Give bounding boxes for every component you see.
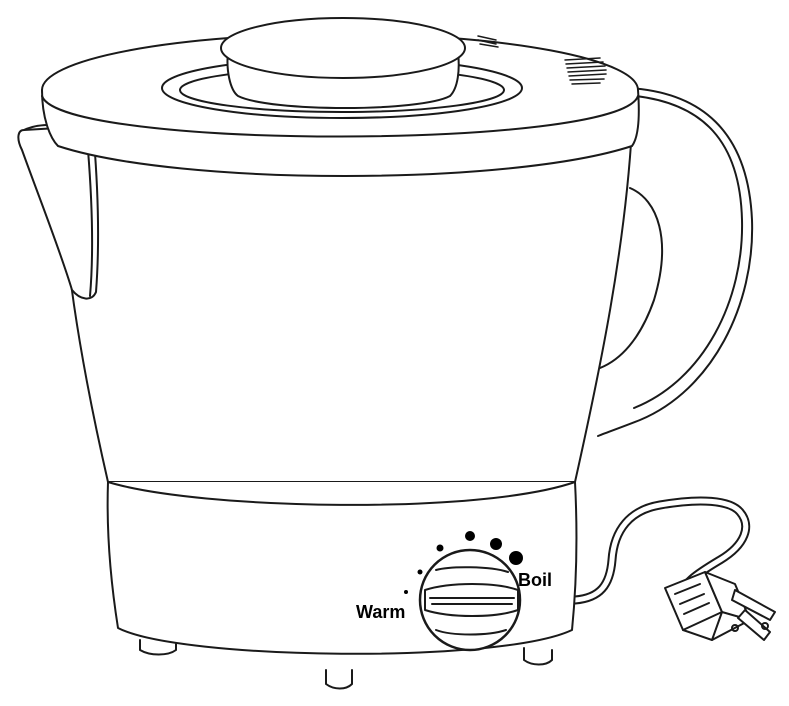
base-seam <box>107 481 576 506</box>
lid-rim <box>41 89 640 177</box>
handle-edge <box>633 95 744 409</box>
pot-body <box>57 127 633 483</box>
lid-grip-marks <box>564 57 607 85</box>
temperature-dial[interactable] <box>418 548 522 652</box>
warm-label: Warm <box>356 602 405 622</box>
lid-knob-top <box>220 17 466 79</box>
foot-center <box>325 669 353 690</box>
handle-inner <box>599 187 663 369</box>
boil-label: Boil <box>518 570 552 590</box>
foot-right <box>523 647 553 666</box>
spout <box>17 127 100 300</box>
power-plug <box>664 571 776 641</box>
heat-level-dots <box>404 531 523 594</box>
spout-edge <box>87 149 94 297</box>
handle <box>597 87 754 437</box>
foot-left <box>139 639 177 656</box>
power-cord-core <box>572 498 749 603</box>
lid-tick-marks <box>477 35 499 48</box>
lid-rim-line <box>41 95 639 138</box>
